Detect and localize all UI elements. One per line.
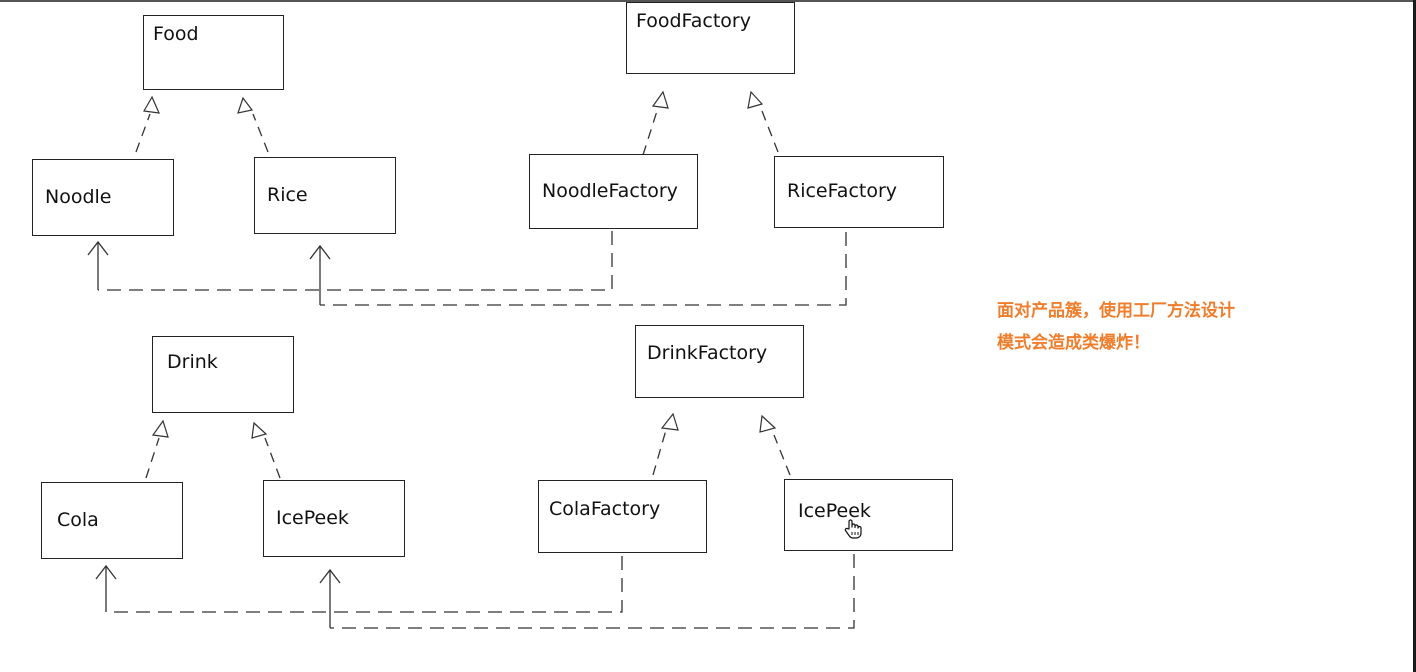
class-colafactory-label: ColaFactory bbox=[549, 498, 661, 520]
class-foodfactory-label: FoodFactory bbox=[636, 10, 751, 32]
class-colafactory[interactable]: ColaFactory bbox=[538, 480, 707, 553]
triangle-noodle-food bbox=[143, 95, 160, 114]
triangle-rice-food bbox=[237, 96, 254, 114]
class-icepeek[interactable]: IcePeek bbox=[263, 480, 405, 557]
realization-colafactory-drinkfactory bbox=[652, 429, 667, 476]
class-noodlefactory[interactable]: NoodleFactory bbox=[529, 154, 698, 229]
class-ricefactory[interactable]: RiceFactory bbox=[774, 156, 944, 228]
class-food-label: Food bbox=[153, 23, 199, 45]
class-drinkfactory-label: DrinkFactory bbox=[647, 342, 768, 364]
class-icepeekfactory-label: IcePeek bbox=[798, 500, 871, 522]
triangle-cola-drink bbox=[151, 419, 169, 438]
annotation-note: 面对产品簇，使用工厂方法设计 模式会造成类爆炸！ bbox=[997, 295, 1297, 359]
class-noodlefactory-label: NoodleFactory bbox=[542, 179, 678, 202]
class-rice[interactable]: Rice bbox=[254, 157, 396, 234]
hand-pointer-icon bbox=[844, 519, 862, 539]
triangle-ricefactory-foodfactory bbox=[747, 90, 764, 109]
dependency-icepeekfactory-icepeek bbox=[330, 554, 855, 629]
class-foodfactory[interactable]: FoodFactory bbox=[626, 2, 795, 74]
triangle-icepeek-drink bbox=[251, 421, 268, 439]
realization-noodlefactory-foodfactory bbox=[642, 110, 658, 156]
dependency-noodlefactory-noodle bbox=[98, 231, 613, 291]
class-icepeek-label: IcePeek bbox=[276, 506, 349, 529]
class-rice-label: Rice bbox=[267, 183, 308, 206]
note-line-1: 面对产品簇，使用工厂方法设计 bbox=[997, 301, 1235, 321]
class-drinkfactory[interactable]: DrinkFactory bbox=[635, 325, 804, 398]
realization-noodle-food bbox=[135, 113, 151, 153]
arrowhead-icepeek bbox=[319, 568, 341, 584]
class-drink-label: Drink bbox=[167, 351, 218, 373]
triangle-noodlefactory-foodfactory bbox=[651, 90, 669, 109]
realization-icepeek-drink bbox=[264, 437, 281, 479]
class-icepeekfactory[interactable]: IcePeek bbox=[784, 479, 953, 551]
class-cola[interactable]: Cola bbox=[41, 482, 183, 559]
class-ricefactory-label: RiceFactory bbox=[787, 179, 898, 202]
note-line-2: 模式会造成类爆炸！ bbox=[997, 333, 1150, 353]
arrowhead-rice bbox=[309, 244, 331, 260]
triangle-colafactory-drinkfactory bbox=[660, 412, 679, 431]
dependency-ricefactory-rice bbox=[320, 232, 847, 306]
window-right-border bbox=[1413, 0, 1416, 672]
realization-icepeekfactory-drinkfactory bbox=[773, 434, 791, 476]
realization-rice-food bbox=[252, 113, 269, 153]
class-noodle-label: Noodle bbox=[45, 185, 112, 208]
class-drink[interactable]: Drink bbox=[152, 336, 294, 413]
triangle-icepeekfactory-drinkfactory bbox=[759, 414, 777, 433]
arrowhead-cola bbox=[95, 564, 117, 580]
realization-cola-drink bbox=[145, 437, 160, 479]
class-noodle[interactable]: Noodle bbox=[32, 159, 174, 236]
arrowhead-noodle bbox=[87, 240, 109, 256]
dependency-colafactory-cola bbox=[106, 556, 623, 613]
class-food[interactable]: Food bbox=[143, 15, 284, 90]
class-cola-label: Cola bbox=[57, 508, 99, 531]
window-top-border bbox=[0, 0, 1416, 2]
realization-ricefactory-foodfactory bbox=[761, 110, 779, 153]
